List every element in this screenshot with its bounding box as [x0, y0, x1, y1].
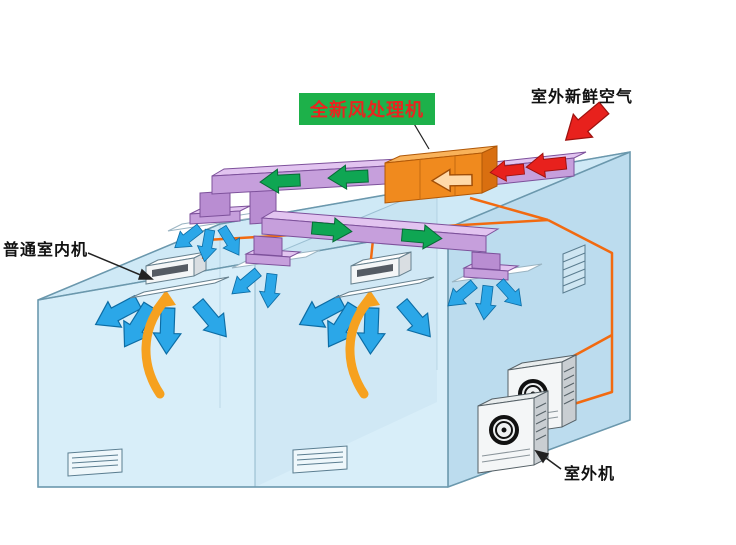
label-leader-lines [87, 121, 562, 470]
unit-grille-icon [357, 264, 393, 277]
indoor-unit-label: 普通室内机 [3, 240, 89, 259]
indoor-unit-1 [129, 251, 230, 299]
outdoor-unit-label: 室外机 [564, 464, 616, 483]
ceiling-diffuser-2 [231, 235, 321, 269]
vent-grille-room1 [67, 448, 123, 477]
unit-grille-icon [152, 264, 188, 277]
indoor-units [129, 251, 435, 299]
fresh-air-unit [384, 145, 498, 204]
return-swoosh [141, 299, 167, 399]
wall-vents [67, 244, 586, 477]
vent-grille-room2 [292, 445, 348, 474]
outdoor-unit-leader [545, 457, 562, 470]
return-swoosh [345, 299, 371, 399]
outdoor-units [477, 354, 577, 474]
fresh-air-unit-label: 全新风处理机 [299, 93, 435, 125]
outdoor-unit-front [477, 390, 549, 474]
vent-grille-side-wall [562, 244, 586, 294]
indoor-unit-2 [334, 251, 435, 299]
ceiling-diffuser-3 [451, 251, 543, 283]
fresh-air-unit-leader [412, 121, 430, 150]
return-air-arrows [141, 290, 380, 399]
indoor-unit-leader [87, 252, 144, 277]
return-arrowhead [356, 290, 380, 309]
main-supply-duct [211, 158, 399, 195]
return-arrowhead [152, 290, 176, 309]
outdoor-fresh-air-label: 室外新鲜空气 [531, 87, 634, 106]
